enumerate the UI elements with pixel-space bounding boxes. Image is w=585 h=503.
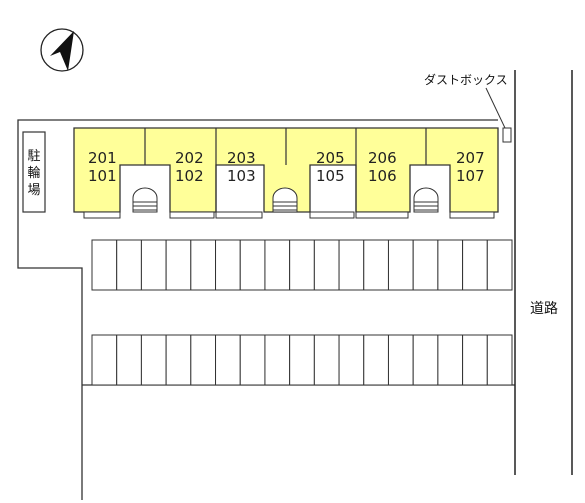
staircase-icon [413, 187, 439, 213]
parking-space [387, 239, 414, 291]
unit-upper-number: 206 [368, 149, 397, 167]
parking-space [165, 334, 192, 386]
unit-upper-number: 201 [88, 149, 117, 167]
parking-space [289, 334, 315, 386]
dust-box: ダストボックス [424, 72, 512, 143]
unit-lower-number: 105 [316, 167, 345, 185]
unit-lower-number: 107 [456, 167, 485, 185]
bicycle-parking-char: 駐 [27, 149, 40, 164]
parking-space [140, 334, 167, 386]
unit-207-107: 207 107 [456, 149, 485, 185]
dust-box-label: ダストボックス [424, 72, 508, 87]
parking-space [289, 239, 315, 291]
building [73, 127, 499, 219]
parking-space [140, 239, 167, 291]
parking-space [338, 334, 365, 386]
parking-space [412, 239, 439, 291]
parking-space [437, 239, 464, 291]
north-arrow-icon [40, 28, 84, 72]
unit-lower-number: 101 [88, 167, 117, 185]
unit-upper-number: 207 [456, 149, 485, 167]
parking-space [437, 334, 464, 386]
parking-space [313, 239, 340, 291]
parking-space [215, 334, 241, 386]
unit-upper-number: 205 [316, 149, 345, 167]
parking-space [462, 334, 488, 386]
dust-box-icon [502, 127, 512, 143]
parking-space [363, 239, 389, 291]
staircase-icon [132, 187, 158, 213]
parking-space [239, 239, 266, 291]
parking-space [91, 334, 118, 386]
bicycle-parking-char: 輪 [27, 165, 40, 181]
parking-row [91, 239, 513, 291]
parking-space [412, 334, 439, 386]
parking-space [313, 334, 340, 386]
unit-202-102: 202 102 [175, 149, 204, 185]
parking-space [363, 334, 389, 386]
parking-space [215, 239, 241, 291]
parking-space [264, 334, 291, 386]
unit-lower-number: 102 [175, 167, 204, 185]
parking-space [165, 239, 192, 291]
unit-206-106: 206 106 [368, 149, 397, 185]
unit-203-103: 203 103 [227, 149, 256, 185]
parking-space [116, 239, 142, 291]
parking-row [91, 334, 513, 386]
unit-lower-number: 103 [227, 167, 256, 185]
unit-lower-number: 106 [368, 167, 397, 185]
parking-space [91, 239, 118, 291]
parking-space [239, 334, 266, 386]
parking-space [338, 239, 365, 291]
parking-space [264, 239, 291, 291]
parking-space [387, 334, 414, 386]
unit-205-105: 205 105 [316, 149, 345, 185]
unit-upper-number: 202 [175, 149, 204, 167]
parking-space [190, 334, 217, 386]
bicycle-parking-char: 場 [27, 183, 40, 198]
parking-space [486, 239, 513, 291]
parking-lot [91, 239, 513, 386]
parking-space [190, 239, 217, 291]
parking-space [462, 239, 488, 291]
unit-upper-number: 203 [227, 149, 256, 167]
parking-space [486, 334, 513, 386]
bicycle-parking: 駐 輪 場 [22, 131, 46, 213]
unit-201-101: 201 101 [88, 149, 117, 185]
road-label: 道路 [530, 301, 558, 317]
parking-space [116, 334, 142, 386]
staircase-icon [272, 187, 298, 213]
